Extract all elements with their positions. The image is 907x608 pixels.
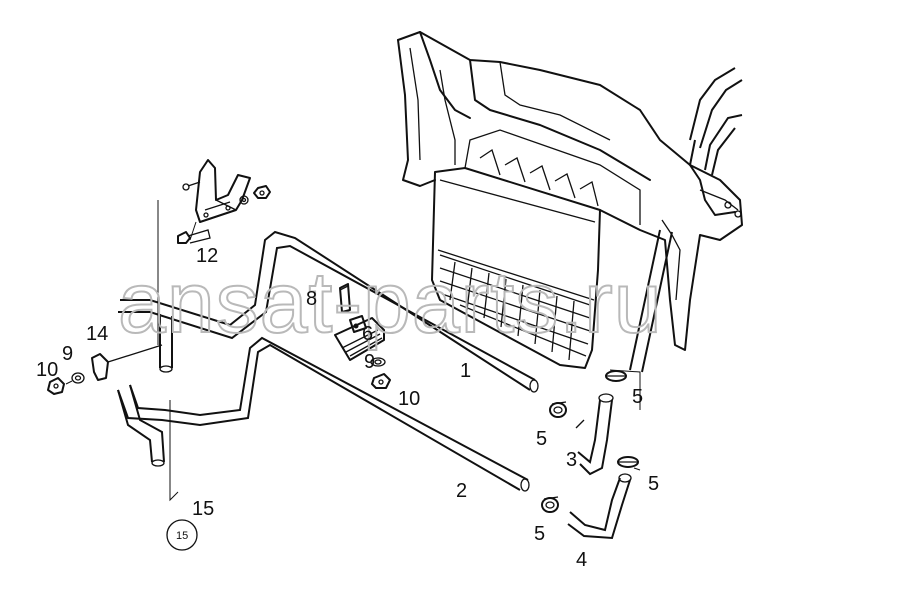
hose-4 [567, 473, 632, 540]
callout-15: 15 [192, 498, 214, 520]
heater-housing [397, 31, 743, 373]
callout-5d: 5 [534, 523, 545, 545]
callout-1: 1 [460, 360, 471, 382]
callout-10a: 10 [398, 388, 420, 410]
callout-9a: 9 [364, 351, 375, 373]
callout-14: 14 [86, 323, 108, 345]
hose-1 [118, 230, 539, 393]
callout-4: 4 [576, 549, 587, 571]
callout-5b: 5 [536, 428, 547, 450]
hose-clamp-5b [549, 401, 567, 418]
callout-9b: 9 [62, 343, 73, 365]
callout-2: 2 [456, 480, 467, 502]
callout-10b: 10 [36, 359, 58, 381]
valve-part-6 [334, 283, 391, 389]
hose-clamp-5c [617, 456, 639, 468]
callout-5a: 5 [632, 386, 643, 408]
callout-3: 3 [566, 449, 577, 471]
clamp-14 [47, 344, 163, 395]
callout-5c: 5 [648, 473, 659, 495]
hose-2 [117, 336, 530, 492]
reference-circle-15: 15 [166, 519, 198, 551]
hose-3 [575, 393, 614, 476]
mounting-bracket [177, 159, 271, 244]
leader-lines [157, 200, 641, 502]
watermark: ansat-parts.ru [118, 255, 663, 351]
callout-8: 8 [306, 288, 317, 310]
hose-clamp-5d [541, 496, 559, 513]
callout-12: 12 [196, 245, 218, 267]
heater-grille [439, 254, 591, 361]
reference-circle-15-label: 15 [176, 530, 188, 542]
callout-labels: 1 2 3 4 5 5 5 5 6 8 9 9 10 10 12 14 15 [36, 245, 659, 571]
hose-clamp-5a [605, 370, 627, 382]
callout-6: 6 [362, 323, 373, 345]
